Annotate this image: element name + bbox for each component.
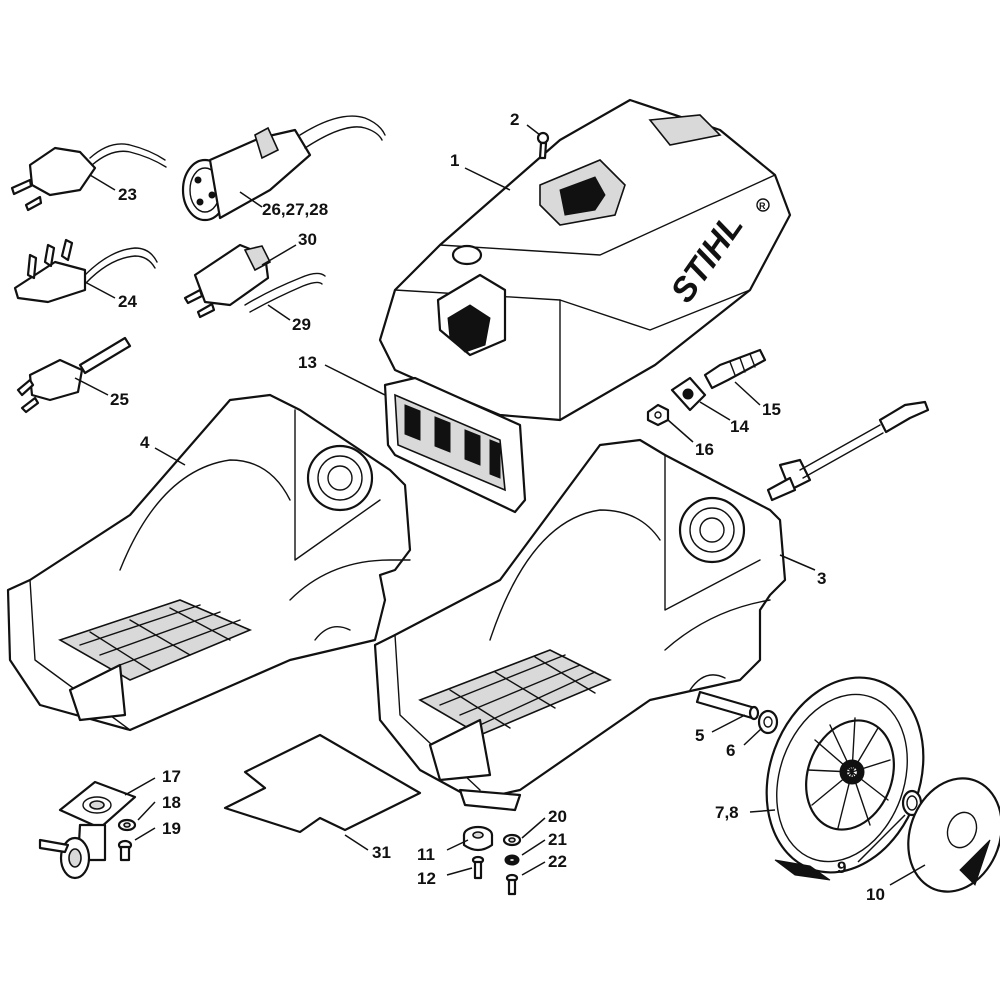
label-17: 17 [162,767,181,786]
label-22: 22 [548,852,567,871]
label-25: 25 [110,390,129,409]
label-9: 9 [837,858,846,877]
label-11: 11 [417,845,435,864]
label-7-8: 7,8 [715,803,739,822]
label-14: 14 [730,417,749,436]
part-labels: 1 2 3 4 5 6 7,8 9 10 11 12 13 14 15 16 1… [110,110,885,904]
part-1-top-cover: STIHL R [378,98,792,422]
part-29-cord [244,272,326,313]
power-cord-assembly [766,400,930,502]
label-10: 10 [866,885,885,904]
label-23: 23 [118,185,137,204]
part-12-screw [471,855,485,880]
label-15: 15 [762,400,781,419]
label-13: 13 [298,353,317,372]
part-21-washer [504,854,520,866]
label-6: 6 [726,741,735,760]
part-2-screw [536,131,550,160]
part-23-euro-plug [10,143,167,212]
leader-lines [74,124,926,886]
part-5-axle [695,690,760,721]
label-20: 20 [548,807,567,826]
label-16: 16 [695,440,714,459]
label-19: 19 [162,819,181,838]
part-22-screw [505,873,519,896]
part-4-housing-left [6,393,412,732]
part-11-foot [462,825,494,852]
part-10-hubcap [907,777,1000,893]
part-14-seal [670,376,707,412]
label-1: 1 [450,151,459,170]
label-3: 3 [817,569,826,588]
part-13-grille [383,376,527,514]
part-31-label-sheet [223,733,422,834]
label-31: 31 [372,843,391,862]
part-24-uk-plug [13,238,158,304]
label-29: 29 [292,315,311,334]
part-6-washer [757,709,779,735]
part-7-8-wheel [765,676,925,881]
label-26-27-28: 26,27,28 [262,200,328,219]
label-4: 4 [140,433,150,452]
part-19-screw [117,839,133,862]
label-12: 12 [417,869,436,888]
part-16-nut [646,403,670,427]
part-25-au-plug [16,336,132,414]
part-30-schuko-plug [183,243,272,319]
label-24: 24 [118,292,137,311]
part-17-caster [38,780,137,880]
registered-mark: R [759,201,766,211]
part-26-27-28-industrial-connector [181,115,386,222]
label-21: 21 [548,830,567,849]
part-3-housing-right [373,438,787,812]
label-18: 18 [162,793,181,812]
label-5: 5 [695,726,704,745]
part-18-washer [117,818,137,832]
part-15-fitting [703,348,767,390]
label-2: 2 [510,110,519,129]
part-20-washer [502,833,522,847]
label-30: 30 [298,230,317,249]
